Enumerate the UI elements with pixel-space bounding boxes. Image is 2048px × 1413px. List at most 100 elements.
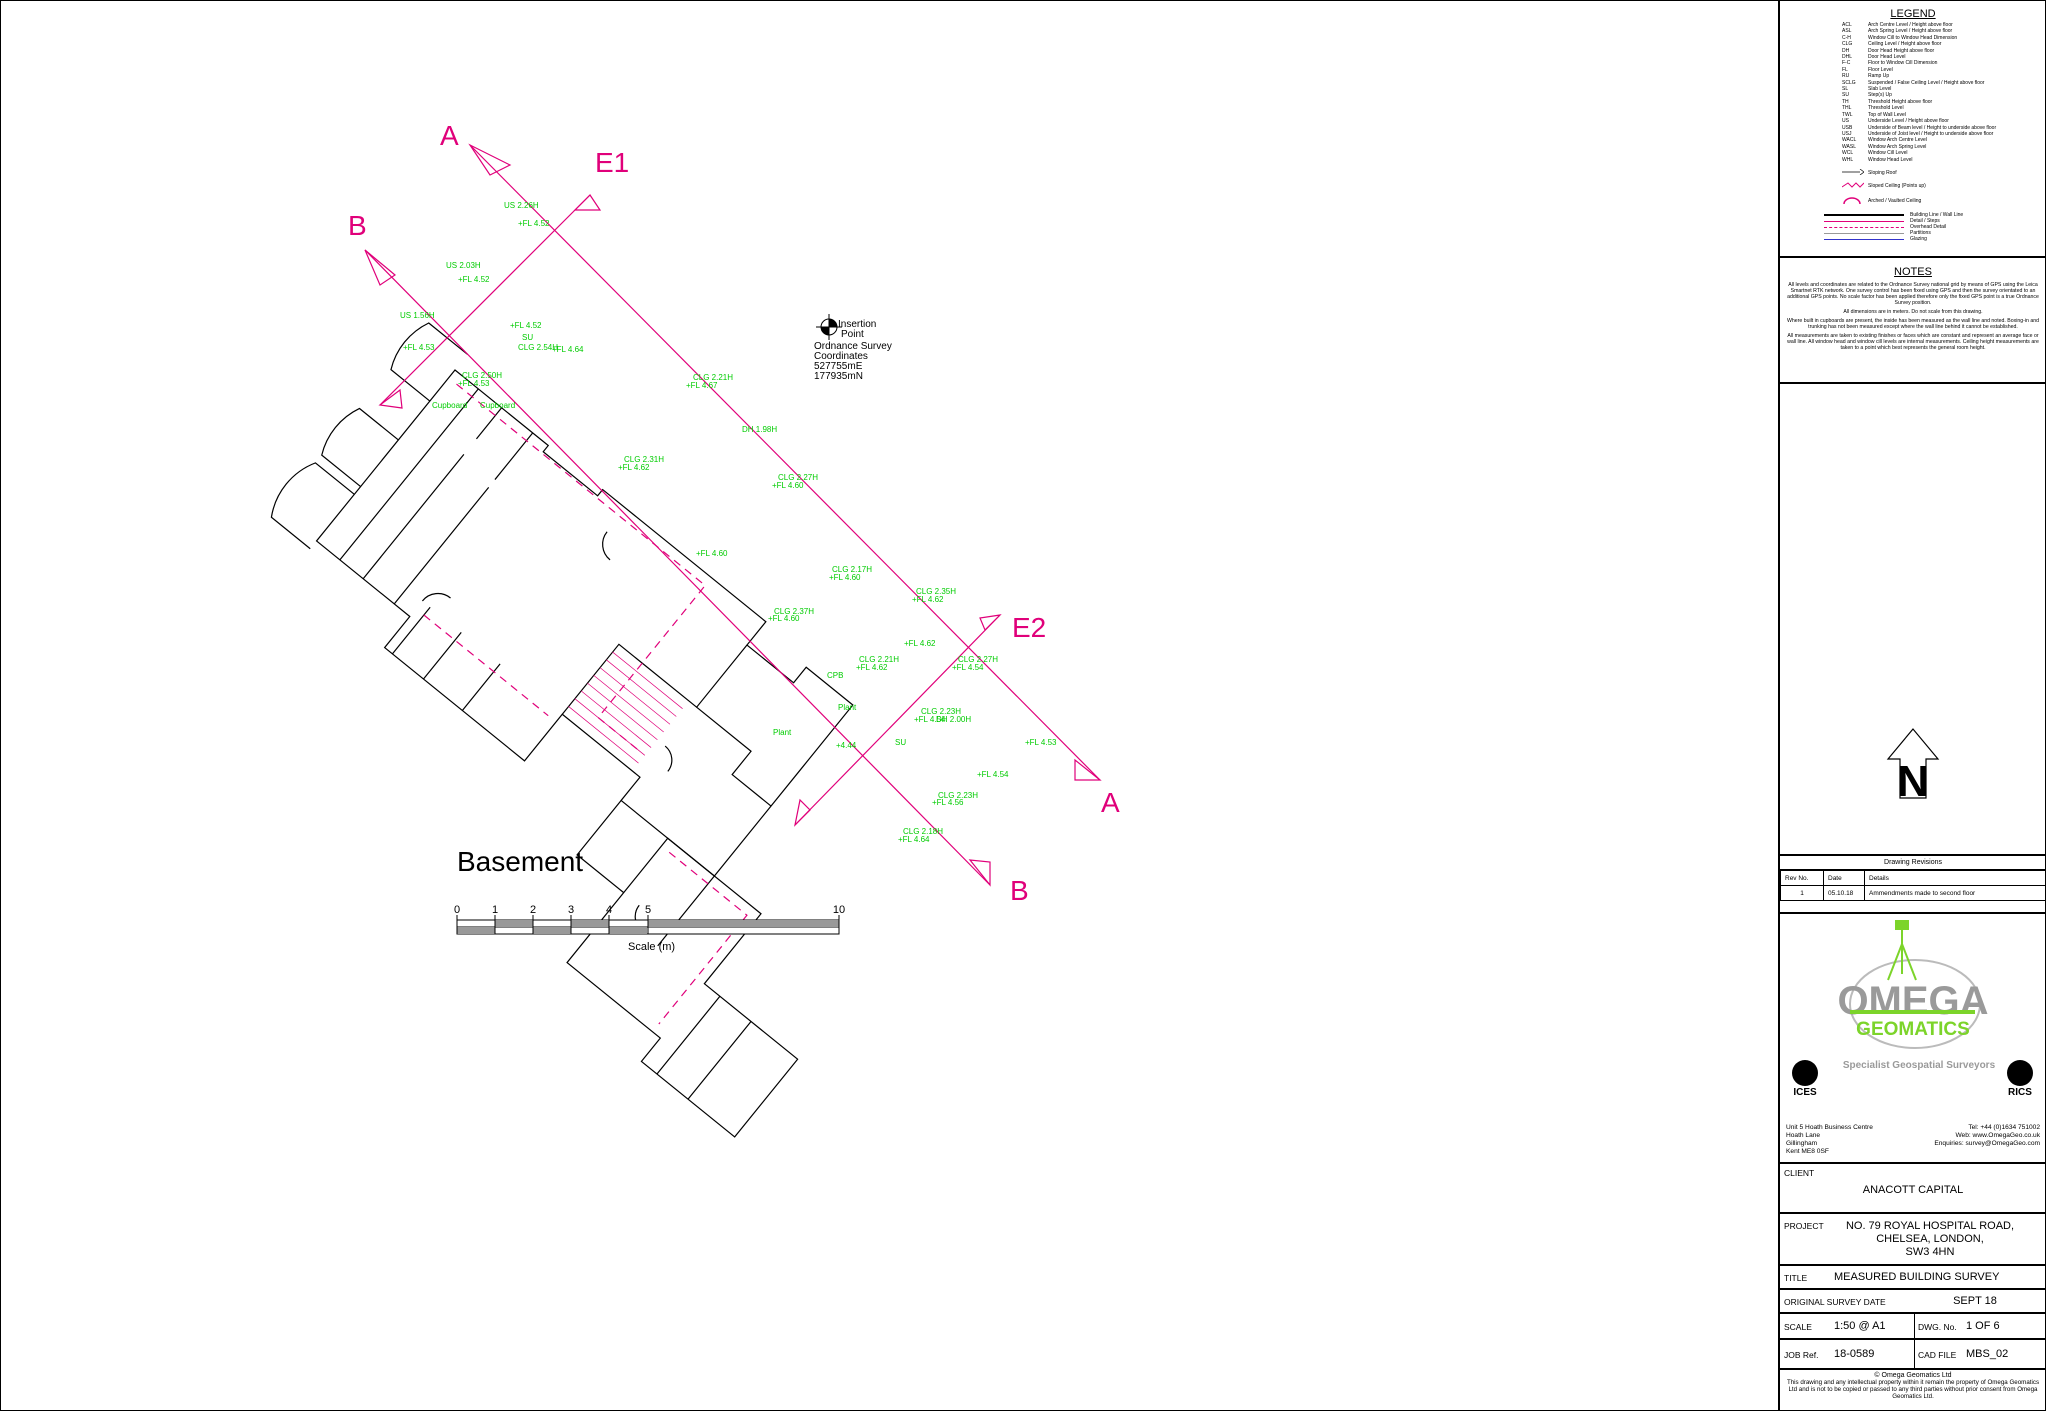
rev-header: Rev No.: [1780, 870, 1824, 886]
note-paragraph: All measurements are taken to existing f…: [1787, 333, 2039, 351]
project-label: PROJECT: [1784, 1221, 1824, 1231]
dwg-label: DWG. No.: [1918, 1322, 1957, 1332]
room-label: +FL 4.53: [1025, 738, 1057, 747]
legend-value: Arch Centre Level / Height above floor: [1868, 22, 1953, 28]
project-line: SW3 4HN: [1905, 1246, 1955, 1258]
room-label: +FL 4.62: [618, 463, 650, 472]
room-label: CPB: [827, 671, 843, 680]
room-label: CLG 2.27H: [778, 473, 818, 482]
note-paragraph: All levels and coordinates are related t…: [1787, 282, 2039, 306]
legend-value: Floor Level: [1868, 66, 1893, 73]
room-label: +FL 4.54: [914, 715, 946, 724]
legend-value: Ceiling Level / Height above floor: [1868, 41, 1942, 48]
brand-name-bottom: GEOMATICS: [1856, 1019, 1970, 1040]
room-label: +FL 4.52: [510, 321, 542, 330]
legend-value: Suspended / False Ceiling Level / Height…: [1868, 79, 1985, 86]
room-label: +FL 4.67: [686, 381, 718, 390]
room-label: +FL 4.52: [518, 219, 550, 228]
legend-item: DHL Door Head Level: [1780, 54, 2046, 60]
room-label: CLG 2.50H: [462, 371, 502, 380]
coords-line-3: 527755mE: [814, 361, 863, 372]
scale-tick-label: 2: [530, 904, 536, 916]
section-lines: [364, 143, 1102, 887]
legend-key: THL: [1842, 105, 1852, 112]
legend-value: Window Arch Spring Level: [1868, 143, 1927, 150]
legend-value: Top of Wall Level: [1868, 111, 1906, 118]
legend-value: Window Cill to Window Head Dimension: [1868, 34, 1958, 41]
scale-value: 1:50 @ A1: [1834, 1320, 1886, 1332]
room-label: US 1.56H: [400, 311, 435, 320]
legend-item: SCLG Suspended / False Ceiling Level / He…: [1780, 80, 2046, 86]
legend-value: Threshold Level: [1868, 105, 1904, 112]
sloped-ceiling-icon: [1841, 181, 1868, 191]
room-label: Cupboard: [432, 401, 467, 410]
line-label: Partitions: [1910, 230, 1931, 237]
line-swatch: [1824, 232, 1904, 234]
table-header-row: Rev No. Date Details: [1780, 870, 2046, 886]
room-label: +4.44: [836, 741, 857, 750]
brand-tagline: Specialist Geospatial Surveyors: [1843, 1060, 1996, 1071]
room-label: US 2.26H: [504, 201, 539, 210]
room-label: CLG 2.21H: [859, 655, 899, 664]
room-label: +FL 4.62: [904, 639, 936, 648]
legend-line-row: Overhead Detail: [1780, 224, 2046, 230]
job-value: 18-0589: [1834, 1348, 1875, 1360]
legend-key: US: [1842, 118, 1849, 125]
legend-key: TWL: [1842, 111, 1853, 118]
notes-box: NOTES All levels and coordinates are rel…: [1780, 258, 2046, 384]
room-label: CLG 2.17H: [832, 565, 872, 574]
legend-line-row: Glazing: [1780, 236, 2046, 242]
drawing-title-box: TITLE MEASURED BUILDING SURVEY: [1780, 1266, 2046, 1290]
company-box: OMEGA GEOMATICS Specialist Geospatial Su…: [1780, 914, 2046, 1164]
legend-value: Slab Level: [1868, 86, 1892, 93]
disclaimer: This drawing and any intellectual proper…: [1786, 1379, 2040, 1400]
notes-title: NOTES: [1894, 266, 1932, 278]
legend-key: C-H: [1842, 34, 1851, 41]
legend-value: Window Arch Centre Level: [1868, 137, 1927, 144]
sloping-roof-icon: [1842, 168, 1868, 177]
room-label: +FL 4.60: [768, 614, 800, 623]
divider: [1914, 1340, 1915, 1370]
rev-header: Details: [1864, 870, 2046, 886]
section-label-a-top: A: [440, 120, 459, 151]
legend-key: USB: [1842, 124, 1853, 131]
room-label: CLG 2.23H: [921, 707, 961, 716]
ices-logo-text: ICES: [1793, 1087, 1817, 1097]
scale-tick-label: 5: [645, 904, 651, 916]
legend-value: Door Head Level: [1868, 54, 1906, 61]
room-label: US 2.03H: [446, 261, 481, 270]
note-paragraph: Where built in cupboards are present, th…: [1786, 318, 2040, 330]
legend-value: Step(s) Up: [1868, 92, 1892, 99]
copyright-box: © Omega Geomatics Ltd This drawing and a…: [1780, 1372, 2046, 1400]
legend-symbol-label: Arched / Vaulted Ceiling: [1868, 197, 1922, 204]
line-label: Overhead Detail: [1910, 224, 1947, 231]
rev-cell: 05.10.18: [1823, 885, 1865, 901]
room-label: +FL 4.64: [898, 835, 930, 844]
client-label: CLIENT: [1784, 1168, 1815, 1178]
north-arrow-icon: N: [1886, 728, 1940, 806]
address-line: Gillingham: [1786, 1140, 1818, 1147]
arched-ceiling-icon: [1842, 196, 1868, 206]
section-label-b-top: B: [348, 210, 367, 241]
insertion-point: Insertion Point Ordnance Survey Coordina…: [814, 314, 892, 382]
scale-dwg-box: SCALE 1:50 @ A1 DWG. No. 1 OF 6: [1780, 1314, 2046, 1340]
insertion-label-1: Insertion: [838, 319, 876, 330]
legend-key: DHL: [1842, 54, 1853, 61]
room-label: +FL 4.52: [458, 275, 490, 284]
room-label: +FL 4.60: [696, 549, 728, 558]
legend-key: WHL: [1842, 156, 1854, 163]
legend-symbol-row: Sloping Roof: [1780, 168, 2046, 177]
line-swatch: [1824, 220, 1904, 222]
section-label-e2: E2: [1012, 612, 1046, 643]
room-label: +FL 4.60: [772, 481, 804, 490]
legend-key: SCLG: [1842, 79, 1856, 86]
